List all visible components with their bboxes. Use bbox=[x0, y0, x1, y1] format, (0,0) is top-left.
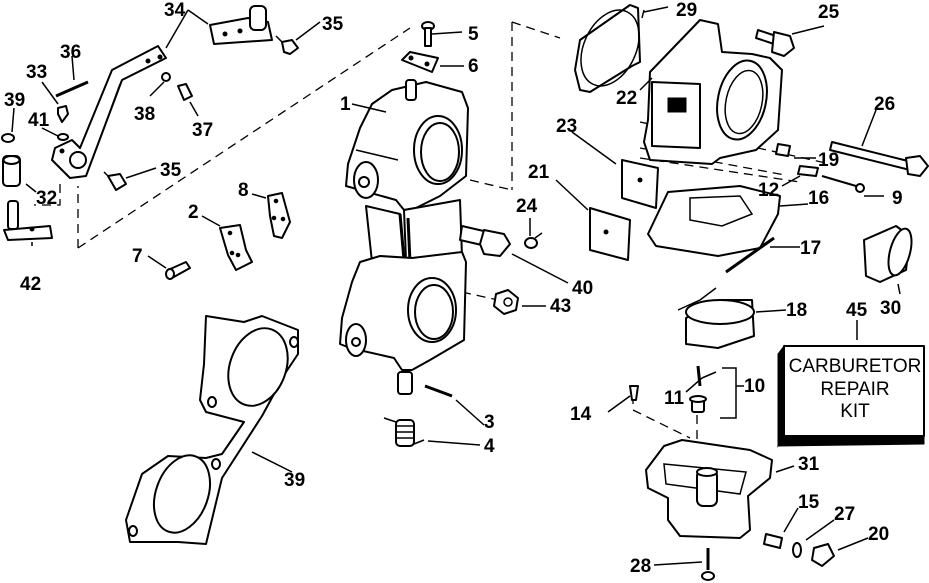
part-43-bracket bbox=[3, 200, 53, 241]
part-37-screw bbox=[177, 83, 193, 101]
kit-label-line3: KIT bbox=[840, 401, 870, 422]
part-17-pin bbox=[725, 236, 775, 274]
callout-16: 16 bbox=[808, 188, 829, 209]
callout-2: 2 bbox=[188, 202, 199, 223]
callout-31: 31 bbox=[798, 454, 820, 475]
part-10-seat bbox=[689, 395, 707, 413]
callout-24: 24 bbox=[516, 196, 538, 217]
callout-8: 8 bbox=[238, 180, 249, 201]
part-29-filter-cap bbox=[863, 225, 913, 283]
part-25-bolt bbox=[755, 29, 795, 57]
callout-43: 42 bbox=[20, 274, 41, 295]
callout-25: 25 bbox=[818, 2, 840, 23]
callout-27: 27 bbox=[834, 504, 855, 525]
part-27-o-ring bbox=[792, 542, 802, 558]
kit-label-line2: REPAIR bbox=[820, 379, 889, 400]
part-34-arm bbox=[51, 45, 167, 179]
callout-7: 7 bbox=[132, 246, 143, 267]
part-5-screw bbox=[421, 21, 435, 47]
part-3-pin bbox=[424, 384, 453, 398]
part-20-plug bbox=[811, 543, 835, 567]
repair-kit-box: CARBURETOR REPAIR KIT bbox=[777, 344, 925, 448]
callout-12: 12 bbox=[758, 180, 779, 201]
callout-19: 19 bbox=[818, 150, 839, 171]
part-32-bushing bbox=[2, 155, 21, 187]
part-36-link-rod bbox=[55, 80, 89, 98]
callout-1: 1 bbox=[340, 94, 351, 115]
callout-23: 23 bbox=[556, 116, 577, 137]
part-4-spring bbox=[383, 417, 425, 447]
callout-35-mid: 35 bbox=[160, 160, 182, 181]
callout-labels: 34 35 36 33 39 41 38 37 35 32 42 8 2 7 5… bbox=[4, 0, 903, 577]
callout-40: 39 bbox=[284, 470, 305, 491]
part-11-needle bbox=[696, 365, 717, 387]
callout-33: 33 bbox=[26, 62, 47, 83]
callout-29: 30 bbox=[880, 298, 901, 319]
part-9-needle bbox=[821, 175, 865, 193]
part-18-float bbox=[677, 287, 755, 349]
callout-42: 41 bbox=[28, 110, 50, 131]
callout-21: 22 bbox=[616, 88, 637, 109]
part-42-washer bbox=[57, 133, 69, 141]
callout-9: 9 bbox=[892, 188, 903, 209]
callout-11: 11 bbox=[664, 388, 685, 409]
callout-6: 6 bbox=[468, 56, 479, 77]
part-35-screw-top bbox=[275, 35, 299, 55]
callout-36: 36 bbox=[60, 42, 81, 63]
part-28-gasket bbox=[574, 4, 641, 93]
part-6-plate bbox=[401, 51, 439, 73]
part-41-bolt bbox=[459, 225, 511, 257]
callout-18: 18 bbox=[786, 300, 807, 321]
part-8-plate bbox=[267, 192, 291, 239]
part-35-screw-mid bbox=[103, 171, 127, 191]
callout-14: 14 bbox=[570, 404, 592, 425]
part-22-plate bbox=[589, 207, 631, 261]
part-19-screw bbox=[775, 143, 791, 157]
callout-45: 45 bbox=[846, 300, 868, 321]
callout-30: 28 bbox=[630, 556, 651, 577]
part-31-float-bowl bbox=[645, 439, 773, 539]
part-26-long-bolt bbox=[829, 141, 929, 177]
callout-15: 15 bbox=[798, 492, 820, 513]
part-23-plate bbox=[621, 159, 659, 209]
part-40-gasket bbox=[125, 315, 299, 545]
part-38-washer bbox=[161, 72, 171, 82]
part-2-plate bbox=[219, 224, 253, 271]
part-21-throttle-housing bbox=[643, 19, 783, 165]
callout-44: 43 bbox=[550, 296, 571, 317]
callout-3: 3 bbox=[484, 412, 495, 433]
kit-label-line1: CARBURETOR bbox=[789, 356, 922, 377]
part-24-screw bbox=[524, 232, 543, 249]
callout-41: 40 bbox=[572, 278, 593, 299]
callout-4: 4 bbox=[484, 436, 495, 457]
part-33-clip bbox=[57, 105, 69, 123]
part-14-screw bbox=[629, 385, 639, 401]
part-34-throttle-lever bbox=[209, 5, 273, 45]
callout-5: 5 bbox=[468, 24, 479, 45]
callout-17: 17 bbox=[800, 238, 821, 259]
callout-37: 37 bbox=[192, 120, 213, 141]
callout-22: 21 bbox=[528, 162, 550, 183]
callout-34: 34 bbox=[164, 0, 186, 21]
callout-38: 38 bbox=[134, 104, 155, 125]
callout-32: 32 bbox=[36, 188, 57, 209]
callout-10: 10 bbox=[744, 376, 765, 397]
part-1-carburetor-body bbox=[339, 79, 469, 395]
part-12-spring bbox=[797, 165, 819, 177]
callout-28: 29 bbox=[676, 0, 697, 21]
callout-35-top: 35 bbox=[322, 14, 344, 35]
part-15-spring bbox=[763, 533, 783, 549]
part-30-screw bbox=[701, 548, 715, 581]
leader-lines bbox=[11, 6, 901, 566]
callout-20: 20 bbox=[868, 524, 889, 545]
part-44-nut bbox=[493, 289, 519, 315]
callout-39: 39 bbox=[4, 90, 25, 111]
callout-26: 26 bbox=[874, 94, 895, 115]
part-7-screw bbox=[165, 261, 191, 280]
part-39-washer bbox=[1, 133, 15, 143]
